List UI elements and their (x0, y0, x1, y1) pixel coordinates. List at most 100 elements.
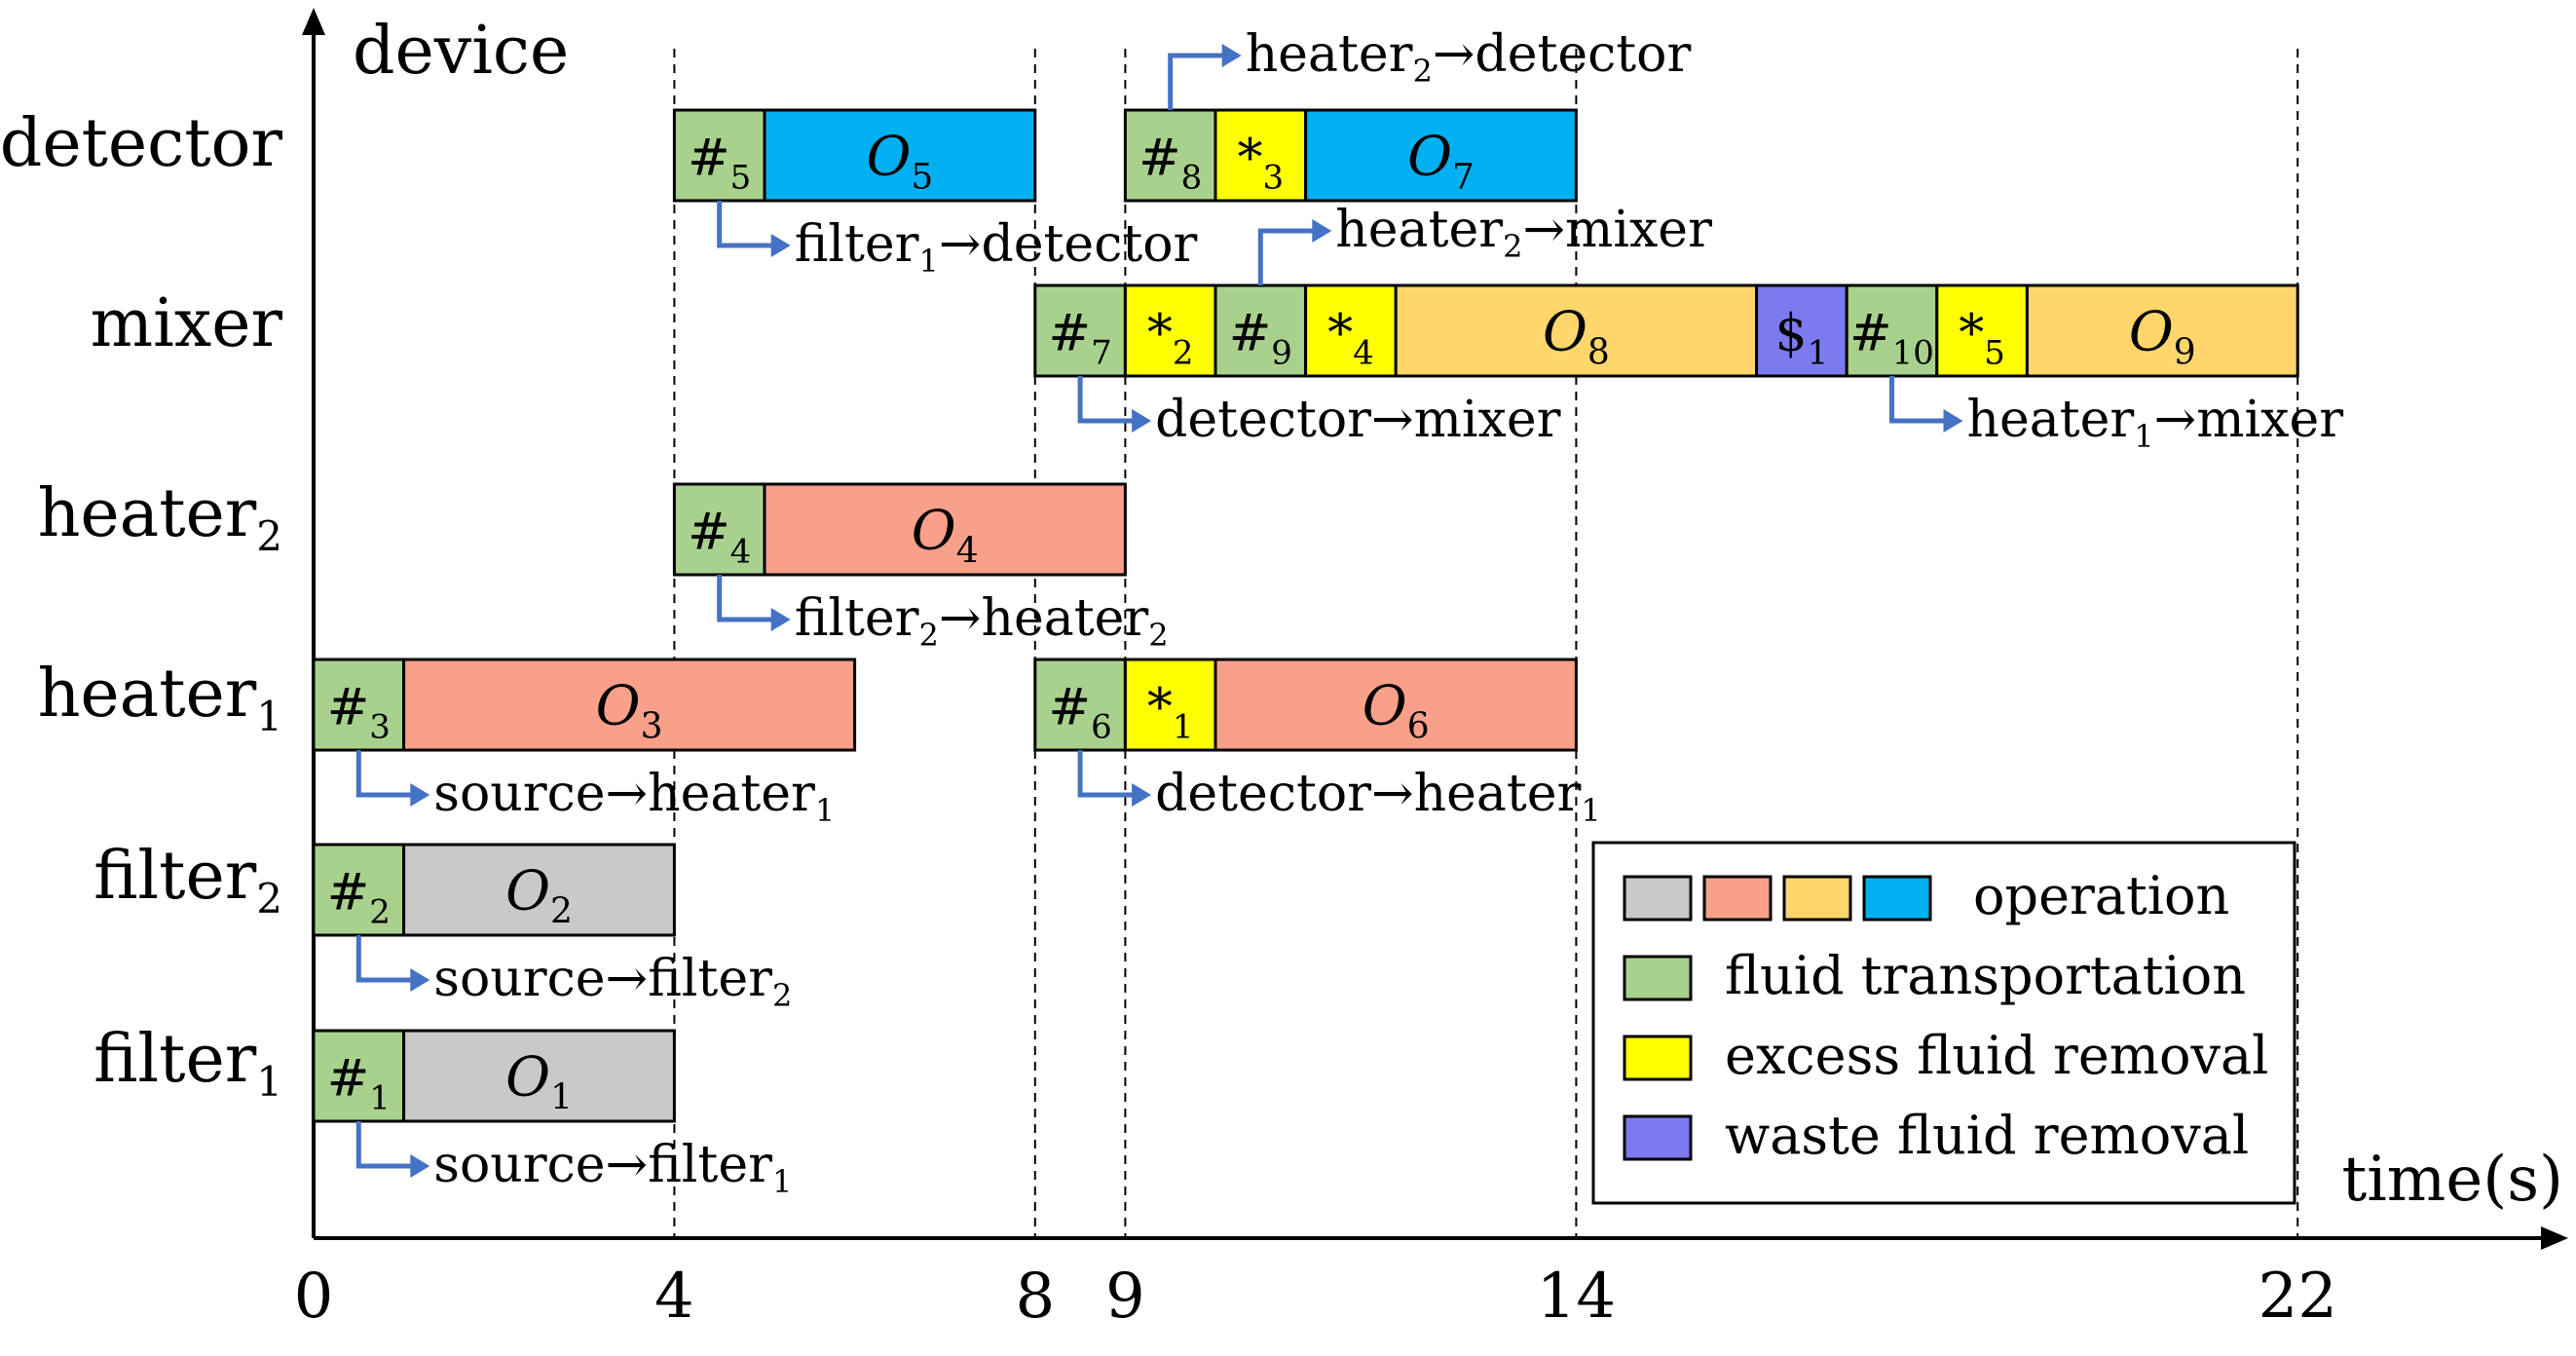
x-tick-label-9: 9 (1105, 1261, 1145, 1333)
annotation-filter2-9-arrowhead (410, 968, 430, 992)
device-label-heater1: heater1​ (38, 656, 282, 740)
legend-swatch-2-1 (1623, 955, 1693, 1001)
legend-label-3: excess fluid removal (1725, 1025, 2268, 1086)
task-bar-detector-5 (1304, 108, 1578, 203)
device-label-mixer: mixer (91, 285, 283, 362)
task-label-filter1-25: O1 (505, 1046, 573, 1118)
legend-swatch-1-1 (1623, 875, 1693, 922)
task-bar-detector-2 (763, 108, 1037, 203)
annotation-heater1-8-arrowhead (1132, 783, 1152, 807)
annotation-detector-1-arrowhead (1221, 44, 1242, 67)
x-tick-label-14: 14 (1537, 1261, 1616, 1333)
device-label-filter1: filter1​ (93, 1021, 282, 1106)
annotation-heater2-6-arrowhead (770, 608, 791, 631)
annotation-mixer-5-arrow (1889, 376, 1946, 424)
task-label-mixer-8: #9 (1229, 305, 1292, 373)
task-bar-heater1-19 (1033, 658, 1127, 752)
task-label-detector-5: O7 (1407, 126, 1475, 198)
annotation-mixer-3-arrow (1257, 228, 1315, 285)
annotation-mixer-4-arrow (1077, 376, 1135, 424)
task-label-mixer-7: *2 (1147, 305, 1194, 373)
annotation-detector-2-arrow (717, 201, 773, 248)
annotation-heater1-8-arrow (1077, 750, 1135, 798)
task-label-detector-4: *3 (1237, 130, 1284, 198)
legend-swatch-1-4 (1862, 875, 1932, 922)
legend-label-4: waste fluid removal (1725, 1105, 2249, 1166)
task-bar-mixer-14 (2025, 283, 2299, 378)
task-label-detector-3: #8 (1139, 130, 1202, 198)
task-label-detector-1: #5 (688, 130, 751, 198)
task-label-heater1-21: O6 (1363, 675, 1430, 747)
x-tick-label-0: 0 (294, 1261, 334, 1333)
legend-swatch-4-1 (1623, 1114, 1693, 1161)
task-label-heater2-16: O4 (912, 500, 979, 572)
annotation-mixer-3-arrowhead (1312, 219, 1332, 243)
annotation-filter2-9-arrow (355, 935, 413, 983)
y-axis-arrowhead (302, 8, 325, 35)
task-label-mixer-6: #7 (1048, 305, 1111, 373)
task-label-mixer-12: #10 (1849, 305, 1934, 373)
task-bar-filter1-25 (402, 1029, 676, 1123)
annotation-heater1-7-text: source→heater1​ (433, 765, 835, 829)
task-label-heater1-17: #3 (327, 679, 391, 747)
annotation-filter1-10-arrow (355, 1121, 413, 1169)
task-bar-detector-4 (1213, 108, 1308, 203)
annotation-filter1-10-text: source→filter1​ (433, 1136, 792, 1200)
task-label-heater1-18: O3 (596, 675, 663, 747)
legend-swatch-1-2 (1702, 875, 1773, 922)
annotation-heater1-7-arrow (355, 750, 413, 798)
legend-label-1: operation (1973, 865, 2229, 926)
device-label-filter2: filter2​ (93, 838, 282, 923)
task-bar-heater1-21 (1213, 658, 1578, 752)
task-label-heater2-15: #4 (688, 504, 751, 572)
task-label-mixer-14: O9 (2129, 301, 2196, 373)
annotation-filter1-10-arrowhead (410, 1154, 430, 1178)
annotation-mixer-4-arrowhead (1132, 409, 1152, 433)
legend-label-2: fluid transportation (1725, 945, 2246, 1006)
device-label-heater2: heater2​ (38, 475, 282, 560)
task-label-heater1-19: #6 (1048, 679, 1111, 747)
task-bar-mixer-13 (1935, 283, 2029, 378)
annotation-mixer-3-text: heater2​→mixer (1335, 201, 1712, 265)
task-bar-mixer-12 (1845, 283, 1939, 378)
annotation-heater2-6-arrow (717, 575, 773, 622)
annotation-mixer-4-text: detector→mixer (1155, 391, 1561, 449)
task-label-filter2-23: O2 (505, 860, 573, 932)
y-axis-label: device (353, 13, 569, 90)
annotation-heater1-8-text: detector→heater1​ (1155, 765, 1601, 829)
task-bar-mixer-10 (1394, 283, 1759, 378)
task-label-mixer-9: *4 (1327, 305, 1374, 373)
task-label-mixer-13: *5 (1959, 305, 2005, 373)
annotation-mixer-5-text: heater1​→mixer (1967, 391, 2344, 455)
task-bar-heater2-16 (763, 482, 1127, 577)
x-tick-label-8: 8 (1015, 1261, 1055, 1333)
annotation-filter2-9-text: source→filter2​ (433, 950, 792, 1014)
legend-swatch-3-1 (1623, 1035, 1693, 1081)
x-axis-arrowhead (2541, 1226, 2568, 1250)
task-bar-filter2-23 (402, 843, 676, 937)
task-label-filter1-24: #1 (327, 1050, 391, 1118)
annotation-heater1-7-arrowhead (410, 783, 430, 807)
annotation-detector-1-arrow (1168, 53, 1224, 110)
task-bar-detector-1 (672, 108, 766, 203)
annotation-mixer-5-arrowhead (1943, 409, 1963, 433)
task-bar-heater1-20 (1123, 658, 1217, 752)
task-label-mixer-11: $1 (1775, 305, 1829, 373)
task-bar-mixer-11 (1755, 283, 1848, 378)
device-label-detector: detector (0, 105, 282, 182)
task-bar-detector-3 (1123, 108, 1217, 203)
annotation-detector-2-arrowhead (770, 234, 791, 257)
task-label-mixer-10: O8 (1543, 301, 1610, 373)
x-axis-label: time(s) (2341, 1144, 2563, 1216)
task-label-detector-2: O5 (866, 126, 933, 198)
task-bar-heater1-18 (402, 658, 857, 752)
task-label-heater1-20: *1 (1147, 679, 1194, 747)
legend-swatch-1-3 (1782, 875, 1852, 922)
annotation-detector-1-text: heater2​→detector (1246, 25, 1692, 90)
x-tick-label-22: 22 (2258, 1261, 2336, 1333)
task-label-filter2-22: #2 (327, 864, 391, 932)
annotation-heater2-6-text: filter2​→heater2​ (795, 589, 1169, 654)
annotation-detector-2-text: filter1​→detector (795, 215, 1198, 280)
